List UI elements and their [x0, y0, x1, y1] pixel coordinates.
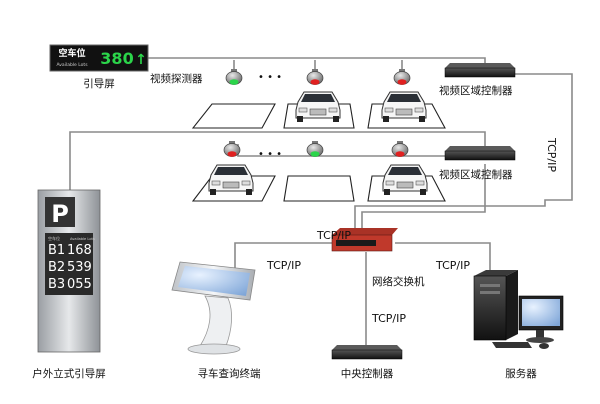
car-icon — [295, 91, 341, 123]
tower-row-count: 168 — [67, 243, 92, 258]
zone-controller-1-label: 视频区域控制器 — [439, 84, 513, 97]
camera-dome-icon — [223, 140, 241, 158]
zone-controller-2: 视频区域控制器 — [439, 145, 516, 181]
network-switch: TCP/IP 网络交换机 — [316, 228, 425, 288]
parking-bay — [191, 175, 276, 202]
row-2-parking: • • • — [191, 140, 446, 202]
tower-header-right: Available Lots — [70, 237, 95, 241]
tower-row-count: 539 — [67, 260, 92, 275]
tower-display — [45, 233, 93, 295]
wire-cameras-row-2 — [314, 144, 401, 156]
query-kiosk: 寻车查询终端 — [171, 261, 261, 380]
camera-dome-icon — [306, 140, 324, 158]
protocol-label-switch: TCP/IP — [316, 229, 351, 242]
central-controller-label: 中央控制器 — [341, 367, 394, 380]
guide-screen-title: 空车位 — [58, 47, 85, 59]
server-label: 服务器 — [505, 367, 537, 380]
controller-box-icon — [444, 62, 516, 78]
camera-dome-icon — [225, 68, 243, 86]
tower-row-floor: B2 — [48, 260, 65, 275]
protocol-label-vertical: TCP/IP — [545, 137, 558, 172]
kiosk-label: 寻车查询终端 — [198, 367, 261, 380]
parking-bay — [283, 175, 355, 202]
keyboard-icon — [492, 342, 532, 348]
wire-switch-to-kiosk — [234, 242, 332, 268]
tower-row-floor: B3 — [48, 277, 65, 292]
protocol-label-server: TCP/IP — [435, 259, 470, 272]
camera-dome-icon — [391, 140, 409, 158]
tower-row-floor: B1 — [48, 243, 65, 258]
server: 服务器 — [473, 270, 564, 380]
zone-controller-2-label: 视频区域控制器 — [439, 168, 513, 181]
wire-guide-to-controller-1 — [148, 57, 486, 66]
parking-p-icon — [45, 197, 75, 227]
kiosk-screen-icon — [178, 266, 250, 296]
guide-screen-frame — [49, 44, 149, 72]
mouse-icon — [539, 343, 549, 349]
wire-controller-1-to-switch — [354, 73, 573, 228]
outdoor-screen-label: 户外立式引导屏 — [32, 367, 106, 380]
parking-p-letter: P — [51, 200, 69, 228]
wire-switch-to-server — [395, 242, 491, 272]
car-icon — [208, 164, 254, 196]
guide-screen-subtitle: Available Lots — [56, 62, 88, 68]
tower-header-left: 空车位 — [48, 235, 60, 241]
car-icon — [381, 91, 427, 123]
protocol-label-central: TCP/IP — [371, 312, 406, 325]
wire-controller-2-to-switch — [361, 164, 486, 228]
outdoor-guide-screen: P 空车位 Available Lots B1 168 B2 539 B3 05… — [32, 189, 106, 380]
video-detector-label: 视频探测器 — [150, 72, 203, 85]
camera-dome-icon — [306, 68, 324, 86]
connection-lines — [69, 57, 573, 348]
wire-outdoor-screen — [69, 131, 486, 190]
central-controller: 中央控制器 — [331, 344, 403, 380]
parking-bay — [191, 103, 276, 129]
tower-row-count: 055 — [67, 277, 92, 292]
guide-screen: 空车位 Available Lots 380 ↑ 引导屏 — [49, 44, 149, 90]
camera-dome-icon — [393, 68, 411, 86]
car-icon — [382, 164, 428, 196]
zone-controller-1: 视频区域控制器 — [439, 62, 516, 97]
protocol-label-kiosk: TCP/IP — [266, 259, 301, 272]
network-switch-label: 网络交换机 — [372, 275, 425, 288]
arrow-up-icon: ↑ — [135, 52, 147, 68]
controller-box-icon — [444, 145, 516, 161]
dots-ellipsis: • • • — [258, 72, 282, 83]
guide-screen-count: 380 — [100, 49, 133, 68]
row-1-parking: 视频探测器 • • • — [150, 68, 446, 129]
guide-screen-label: 引导屏 — [83, 77, 115, 90]
controller-box-icon — [331, 344, 403, 360]
dots-ellipsis: • • • — [258, 149, 282, 160]
